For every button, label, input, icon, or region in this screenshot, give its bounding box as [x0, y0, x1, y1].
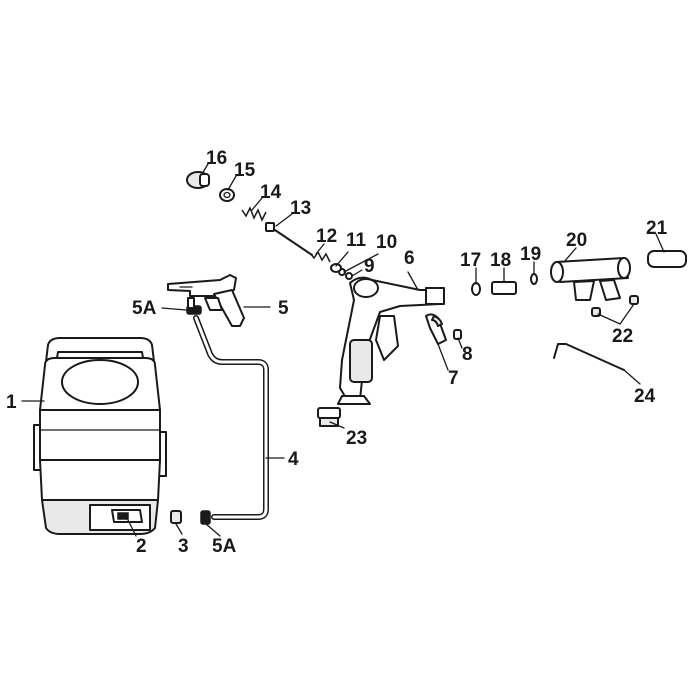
callout-1: 1: [6, 392, 17, 413]
callout-18: 18: [490, 250, 511, 271]
callout-9: 9: [364, 256, 375, 277]
part-5-blow-gun: [167, 274, 245, 327]
callout-24: 24: [634, 386, 656, 407]
callout-23: 23: [346, 428, 367, 449]
callout-10: 10: [376, 232, 397, 253]
callout-2: 2: [136, 536, 147, 557]
part-11-washer: [330, 263, 342, 273]
part-5a-bottom-hose-clamp: [200, 510, 211, 525]
callout-8: 8: [462, 344, 473, 365]
part-23-fitting: [317, 407, 341, 427]
callout-6: 6: [404, 248, 415, 269]
callout-4: 4: [288, 449, 299, 470]
part-8-screw: [453, 329, 462, 340]
part-15-o-ring: [219, 188, 235, 202]
callout-21: 21: [646, 218, 668, 239]
part-21-tube: [647, 250, 687, 268]
callout-12: 12: [316, 226, 337, 247]
part-12-spring: [309, 250, 331, 263]
part-16-cap: [186, 171, 210, 189]
callout-labels: 1 2 3 5A 4 5 5A 6 7 8 9 10 11 12 13 14 1…: [6, 148, 668, 557]
callout-19: 19: [520, 244, 541, 265]
part-24-hex-key: [553, 343, 625, 371]
callout-5: 5: [278, 298, 289, 319]
callout-15: 15: [234, 160, 256, 181]
callout-14: 14: [260, 182, 282, 203]
part-6-gun-body: [337, 276, 445, 405]
part-2-outlet-fitting: [111, 509, 143, 523]
part-9-ring: [345, 272, 353, 280]
part-1-hopper-bucket: [33, 337, 167, 535]
leader-lines: [21, 163, 665, 537]
callout-16: 16: [206, 148, 227, 169]
part-13-valve-stem: [265, 222, 313, 256]
part-19-ring: [530, 273, 538, 285]
part-18-fitting: [491, 281, 517, 295]
callout-17: 17: [460, 250, 481, 271]
part-17-washer: [471, 282, 481, 296]
callout-11: 11: [346, 230, 367, 251]
callout-20: 20: [566, 230, 587, 251]
part-7-trigger-clamp: [425, 313, 447, 345]
part-14-spring: [241, 206, 267, 222]
callout-22: 22: [612, 326, 633, 347]
callout-13: 13: [290, 198, 311, 219]
part-4-hose: [193, 315, 269, 520]
callout-5a-bottom: 5A: [212, 536, 237, 557]
callout-7: 7: [448, 368, 459, 389]
part-20-nozzle-body: [550, 257, 631, 301]
part-3-nut: [170, 510, 182, 524]
callout-5a-top: 5A: [132, 298, 157, 319]
callout-3: 3: [178, 536, 189, 557]
